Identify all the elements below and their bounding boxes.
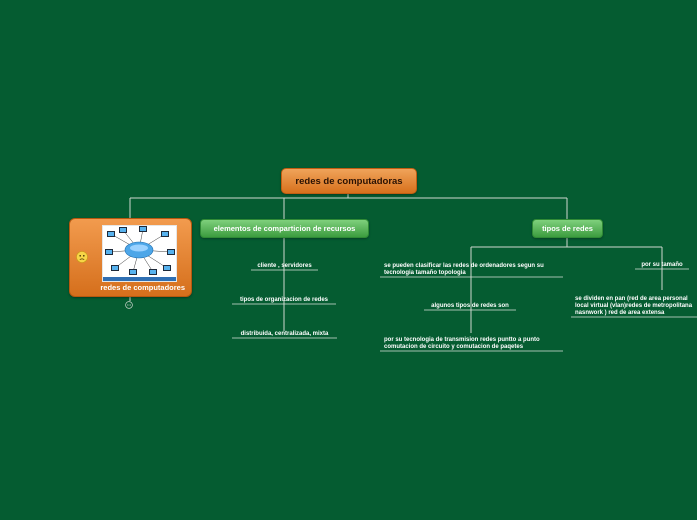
branch-tipos-de-redes[interactable]: tipos de redes [532,219,603,238]
card-label: redes de computadores [100,283,185,292]
leaf-distribuida[interactable]: distribuida, centralizada, mixta [240,331,329,337]
branch-elementos[interactable]: elementos de comparticion de recursos [200,219,369,238]
leaf-clasificar[interactable]: se pueden clasificar las redes de ordena… [384,263,544,276]
image-card-node[interactable]: redes de computadores [69,218,192,297]
leaf-se-dividen[interactable]: se dividen en pan (red de area personal … [575,296,693,316]
leaf-algunos-tipos[interactable]: algunos tipos de redes son [431,303,509,309]
slightly-frowning-face-icon [76,251,88,263]
collapse-toggle-icon[interactable] [125,301,133,309]
root-node[interactable]: redes de computadoras [281,168,417,194]
leaf-cliente-servidores[interactable]: cliente , servidores [257,263,312,269]
leaf-tipos-organizacion[interactable]: tipos de organizacion de redes [239,297,329,303]
network-diagram-icon [102,225,177,282]
leaf-tecnologia-transmision[interactable]: por su tecnologia de transmision redes p… [384,337,540,350]
leaf-por-su-tamano[interactable]: por su tamaño [641,262,683,268]
